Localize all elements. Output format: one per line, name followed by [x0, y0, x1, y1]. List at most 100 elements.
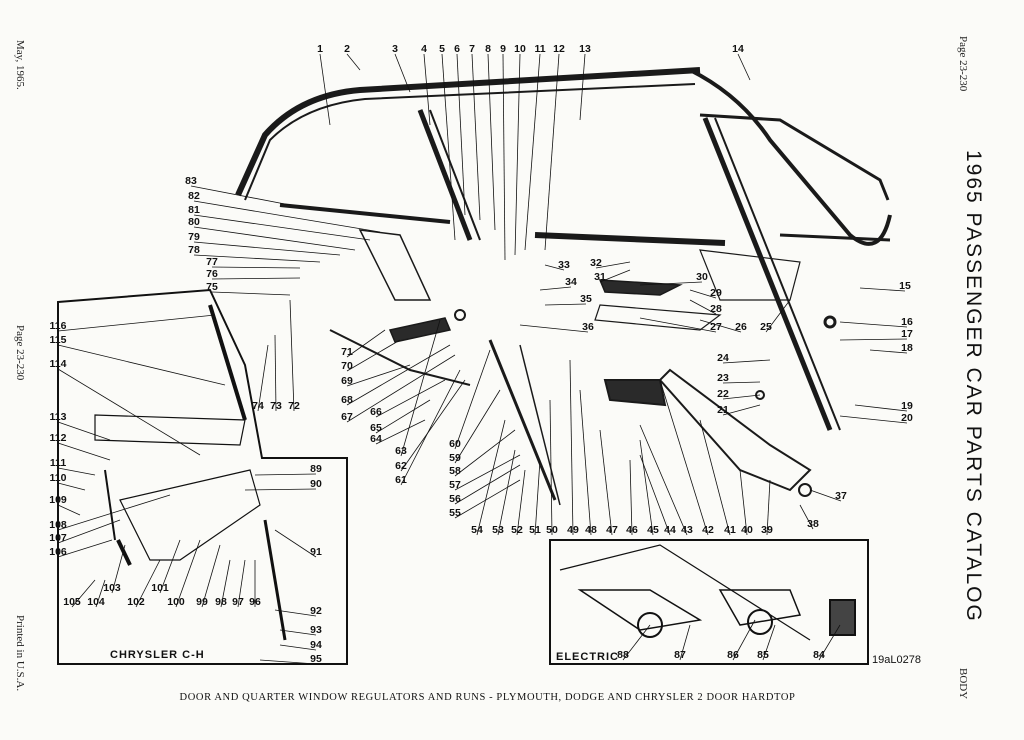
leader-35	[544, 303, 587, 306]
callout-101: 101	[151, 582, 169, 594]
leader-45	[639, 439, 654, 536]
leader-84	[818, 624, 841, 661]
callout-80: 80	[188, 216, 200, 228]
callout-6: 6	[454, 43, 460, 55]
callout-77: 77	[206, 256, 218, 268]
leader-29	[689, 289, 717, 299]
callout-66: 66	[370, 406, 382, 418]
leader-70	[346, 339, 401, 372]
callout-5: 5	[439, 43, 445, 55]
callout-22: 22	[717, 388, 729, 400]
callout-85: 85	[757, 649, 769, 661]
callout-34: 34	[565, 276, 577, 288]
leader-53	[497, 449, 516, 536]
callout-86: 86	[727, 649, 739, 661]
leader-36	[519, 324, 589, 333]
callout-109: 109	[49, 494, 67, 506]
callout-87: 87	[674, 649, 686, 661]
callout-30: 30	[696, 271, 708, 283]
leader-92	[274, 609, 317, 617]
leader-33	[544, 264, 565, 271]
leader-86	[732, 619, 756, 661]
callout-52: 52	[511, 524, 523, 536]
leader-8	[487, 53, 496, 231]
callout-67: 67	[341, 411, 353, 423]
callout-14: 14	[732, 43, 744, 55]
leader-67	[346, 354, 456, 423]
callout-28: 28	[710, 303, 722, 315]
callout-91: 91	[310, 546, 322, 558]
leader-34	[539, 286, 572, 291]
callout-47: 47	[606, 524, 618, 536]
callout-64: 64	[370, 433, 382, 445]
inset-electric	[549, 539, 869, 665]
callout-9: 9	[500, 43, 506, 55]
leader-65	[375, 399, 431, 434]
leader-107	[57, 519, 121, 544]
leader-89	[254, 473, 317, 476]
callout-15: 15	[899, 280, 911, 292]
leader-3	[394, 53, 411, 93]
leader-69	[346, 364, 411, 387]
leader-79	[193, 241, 341, 256]
leader-24	[722, 359, 771, 364]
callout-40: 40	[741, 524, 753, 536]
leader-112	[57, 442, 111, 461]
leader-106	[57, 539, 113, 558]
callout-89: 89	[310, 463, 322, 475]
leader-28	[689, 299, 717, 315]
leader-62	[400, 379, 466, 472]
callout-99: 99	[196, 596, 208, 608]
callout-70: 70	[341, 360, 353, 372]
leader-51	[534, 459, 541, 536]
callout-108: 108	[49, 519, 67, 531]
leader-4	[423, 53, 431, 126]
callout-20: 20	[901, 412, 913, 424]
callout-12: 12	[553, 43, 565, 55]
leader-93	[279, 629, 317, 636]
callout-78: 78	[188, 244, 200, 256]
callout-62: 62	[395, 460, 407, 472]
leader-6	[456, 53, 466, 216]
leader-71	[346, 329, 386, 358]
leader-54	[476, 419, 506, 536]
callout-90: 90	[310, 478, 322, 490]
leader-60	[454, 349, 491, 450]
callout-102: 102	[127, 596, 145, 608]
callout-48: 48	[585, 524, 597, 536]
callout-10: 10	[514, 43, 526, 55]
callout-8: 8	[485, 43, 491, 55]
leader-42	[659, 379, 709, 536]
callout-43: 43	[681, 524, 693, 536]
callout-105: 105	[63, 596, 81, 608]
callout-24: 24	[717, 352, 729, 364]
leader-16	[839, 321, 908, 328]
leader-10	[514, 53, 521, 256]
callout-81: 81	[188, 204, 200, 216]
leader-99	[201, 544, 221, 608]
leader-116	[57, 314, 216, 332]
leader-30	[639, 281, 703, 286]
callout-59: 59	[449, 452, 461, 464]
callout-97: 97	[232, 596, 244, 608]
leader-114	[57, 368, 201, 456]
leader-47	[599, 429, 613, 536]
leader-73	[274, 334, 277, 412]
leader-98	[220, 559, 231, 608]
leader-21	[722, 404, 761, 416]
leader-23	[722, 381, 761, 384]
leader-50	[549, 399, 553, 536]
leader-22	[722, 394, 761, 400]
leader-103	[111, 544, 126, 594]
callout-2: 2	[344, 43, 350, 55]
leader-56	[454, 464, 521, 505]
leader-15	[859, 287, 906, 292]
callout-60: 60	[449, 438, 461, 450]
leader-77	[211, 266, 301, 269]
leader-2	[346, 53, 361, 71]
leader-81	[193, 214, 371, 241]
leader-31	[599, 269, 631, 283]
